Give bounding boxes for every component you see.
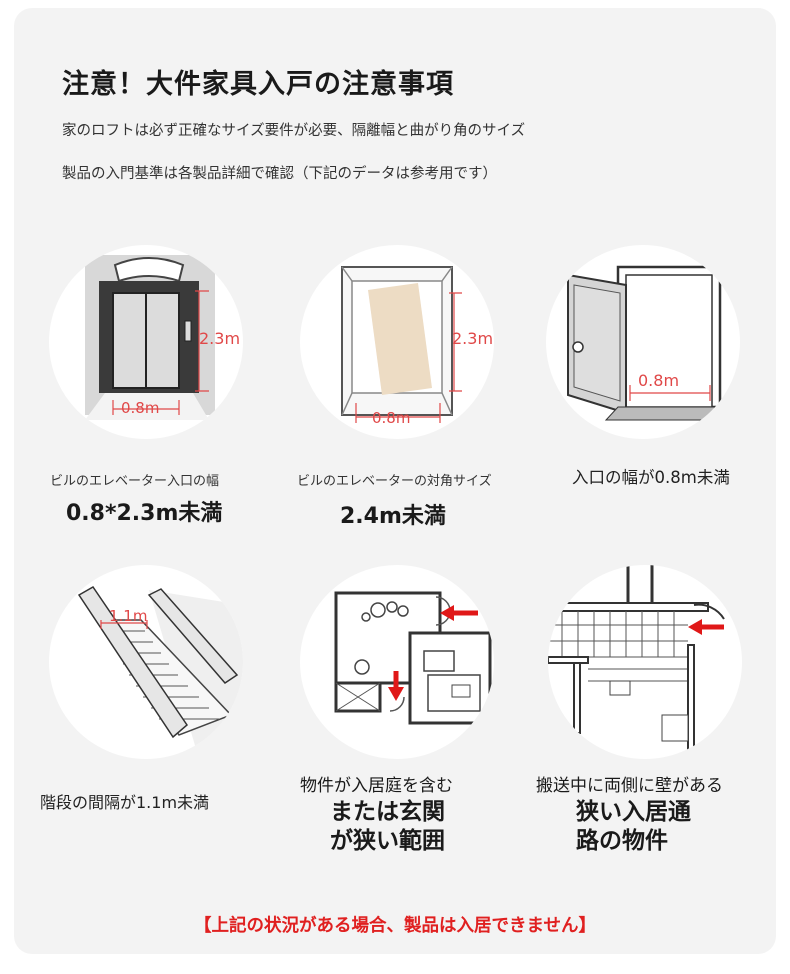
- narrow-corridor-icon: [548, 565, 725, 756]
- caption-line: が狭い範囲: [330, 828, 445, 855]
- width-dimension-label: 1.1m: [109, 607, 148, 625]
- width-dimension-label: 0.8m: [121, 399, 160, 417]
- narrow-corridor-illustration: [548, 565, 742, 759]
- width-dimension-label: 0.8m: [372, 409, 411, 427]
- elevator-entrance-limit: 0.8*2.3m未満: [66, 501, 223, 526]
- elevator-diagonal-limit: 2.4m未満: [340, 504, 446, 529]
- elevator-diagonal-caption: ビルのエレベーターの対角サイズ: [297, 474, 492, 489]
- caption-line: 物件が入居庭を含む: [300, 776, 453, 796]
- intro-line-2: 製品の入門基準は各製品詳細で確認（下記のデータは参考用です）: [62, 166, 497, 182]
- caption-line: 路の物件: [576, 828, 668, 855]
- staircase-icon: [77, 586, 243, 759]
- staircase-illustration: 1.1m: [49, 565, 243, 759]
- open-door-icon: [567, 265, 734, 421]
- content-card: [14, 8, 776, 954]
- restriction-notice: 【上記の状況がある場合、製品は入居できません】: [194, 916, 596, 936]
- height-dimension-label: 2.3m: [452, 329, 494, 348]
- elevator-door-icon: [85, 255, 215, 420]
- caption-line: または玄関: [330, 798, 445, 825]
- elevator-entrance-caption: ビルのエレベーター入口の幅: [50, 474, 220, 489]
- narrow-corridor-caption: 搬送中に両側に壁がある 狭い入居通 路の物件: [536, 776, 723, 857]
- elevator-door-illustration: 2.3m 0.8m: [49, 245, 243, 439]
- door-width-caption: 入口の幅が0.8m未満: [572, 468, 730, 487]
- floor-plan-illustration: [300, 565, 494, 759]
- caption-line: 狭い入居通: [576, 798, 691, 825]
- door-entrance-illustration: 0.8m: [546, 245, 740, 439]
- page-title: 注意！大件家具入戸の注意事項: [62, 69, 454, 100]
- height-dimension-label: 2.3m: [199, 329, 241, 348]
- width-dimension-label: 0.8m: [638, 371, 680, 390]
- stair-width-caption: 階段の間隔が1.1m未満: [40, 793, 210, 812]
- caption-line: 搬送中に両側に壁がある: [536, 776, 723, 796]
- elevator-diagonal-icon: [341, 266, 462, 423]
- elevator-diagonal-illustration: 2.3m 0.8m: [300, 245, 494, 439]
- courtyard-entrance-caption: 物件が入居庭を含む または玄関 が狭い範囲: [300, 776, 453, 857]
- floor-plan-icon: [334, 591, 492, 725]
- intro-line-1: 家のロフトは必ず正確なサイズ要件が必要、隔離幅と曲がり角のサイズ: [62, 123, 526, 139]
